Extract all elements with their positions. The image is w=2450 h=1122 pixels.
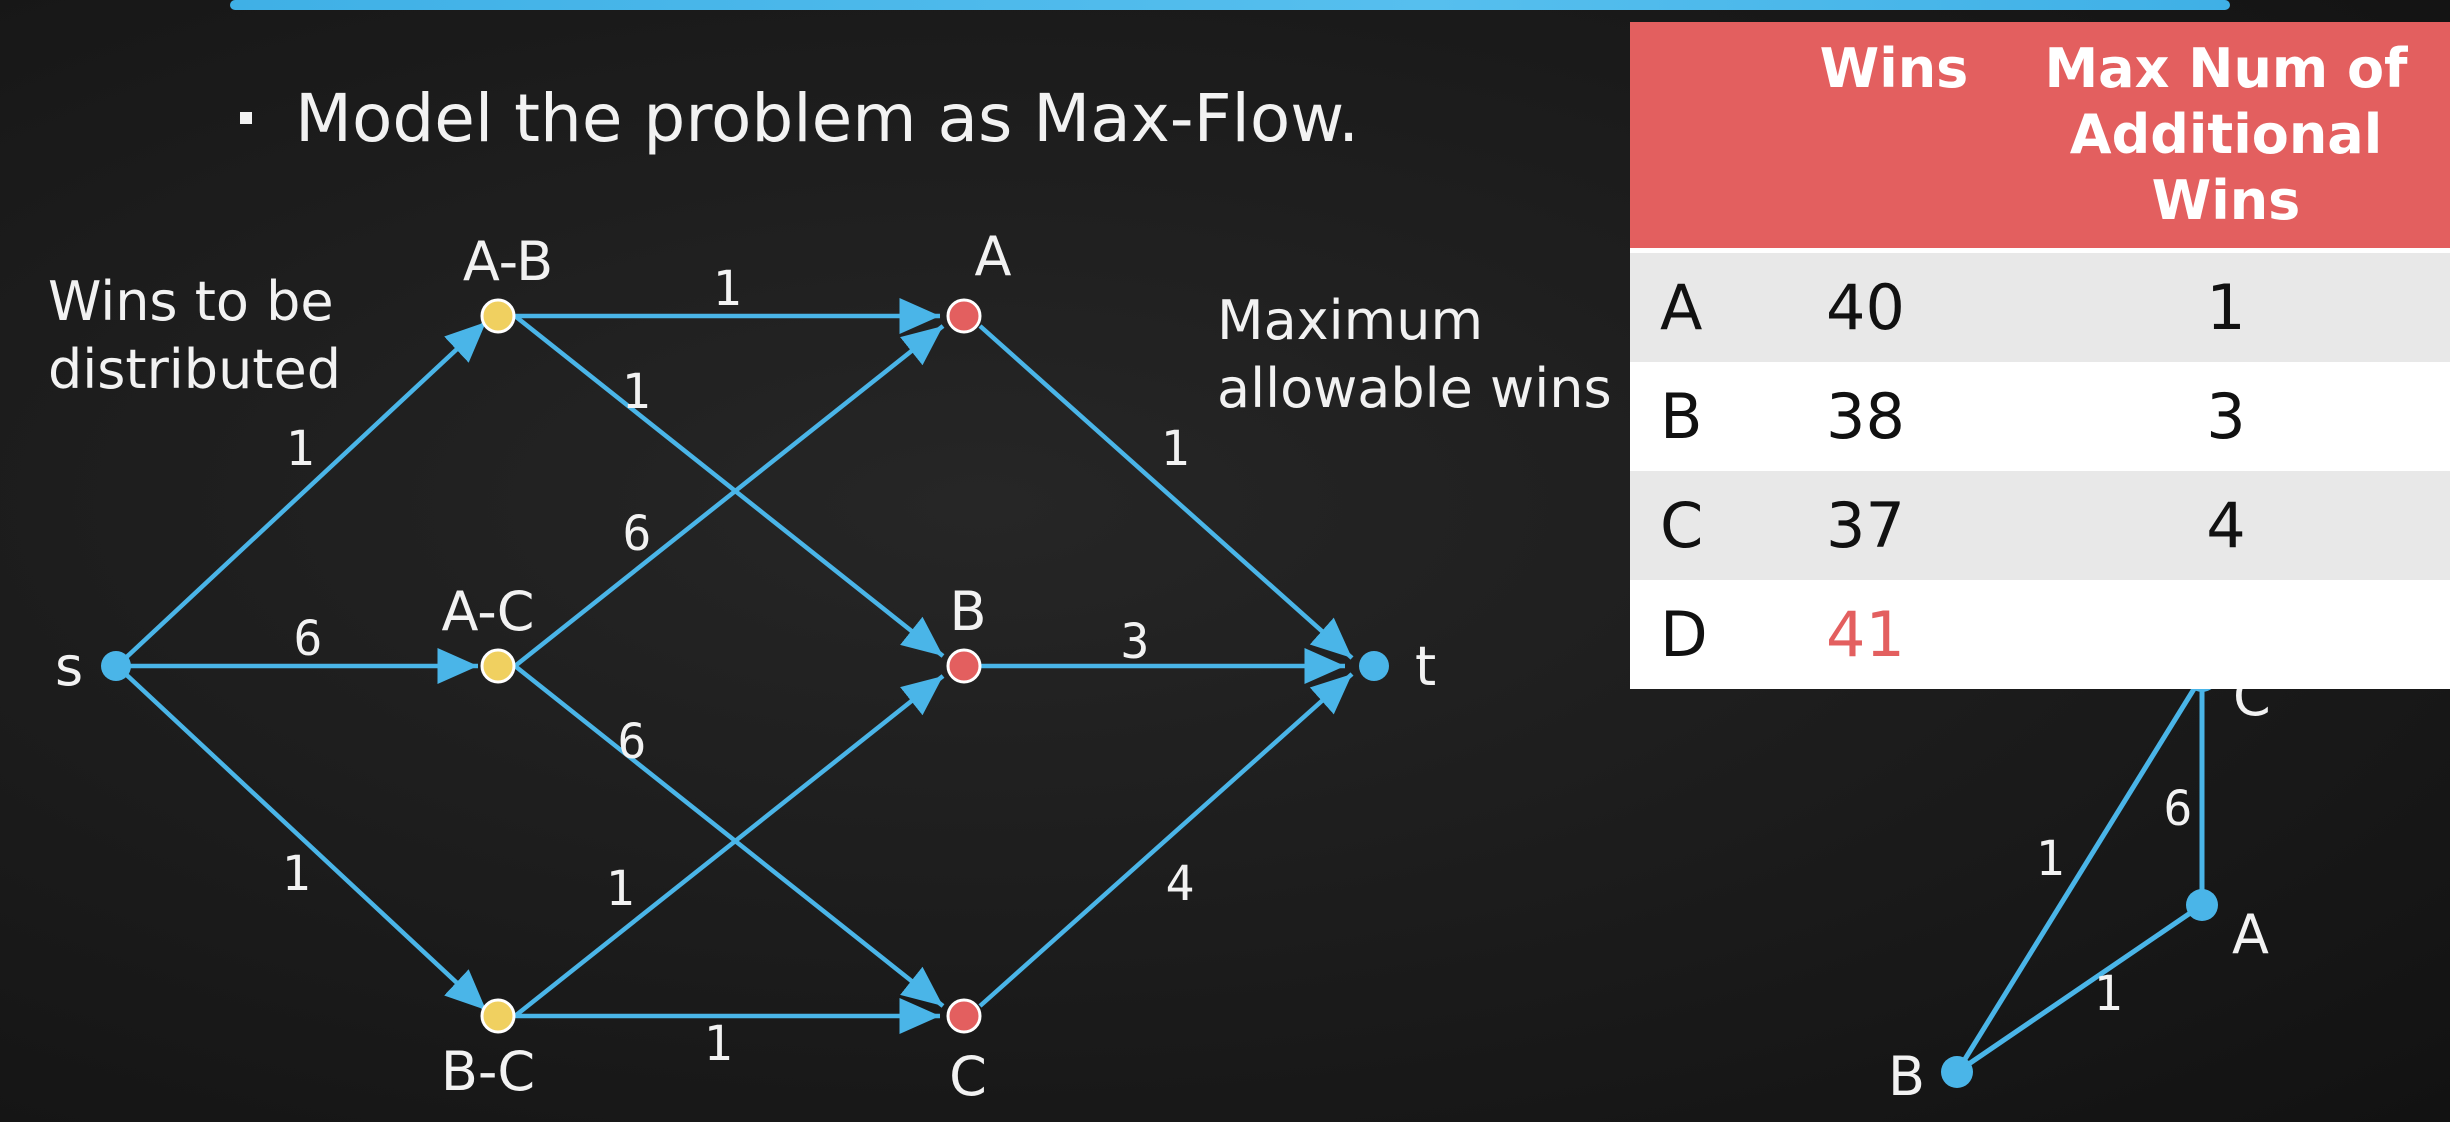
tri-edge-ab [1955, 902, 2204, 1075]
edge-ab-b [513, 314, 945, 658]
tri-cap-ab: 1 [2094, 966, 2123, 1022]
node-t [1359, 651, 1389, 681]
cell-team: A [1660, 271, 1703, 344]
bullet-text: Model the problem as Max-Flow. [295, 80, 1360, 157]
edge-s-bc [115, 664, 488, 1012]
cap-bc-c: 1 [704, 1016, 733, 1072]
node-a [946, 298, 982, 334]
cell-wins: 37 [1826, 489, 1905, 562]
table-row: C 37 4 [1630, 471, 2450, 580]
tri-label-a: A [2232, 903, 2269, 966]
node-ab [480, 298, 516, 334]
cell-wins: 40 [1826, 271, 1905, 344]
note-max-line2: allowable wins [1217, 357, 1612, 420]
edge-ac-a [513, 324, 945, 668]
cap-s-bc: 1 [282, 846, 311, 902]
table-header-row: Wins Max Num of Additional Wins [1630, 22, 2450, 253]
cap-c-t: 4 [1166, 856, 1195, 912]
note-max-line1: Maximum [1217, 289, 1484, 352]
cell-wins: 38 [1826, 380, 1905, 453]
node-label-s: s [55, 635, 83, 698]
note-wins-distributed: Wins to be distributed [48, 268, 341, 404]
header-additional: Max Num of Additional Wins [2002, 22, 2450, 253]
top-accent-line [230, 0, 2230, 10]
tri-node-b [1941, 1056, 1973, 1088]
tri-cap-cb: 1 [2036, 831, 2065, 887]
node-ac [480, 648, 516, 684]
tri-label-b: B [1888, 1045, 1925, 1108]
cap-b-t: 3 [1121, 614, 1150, 670]
header-wins: Wins [1786, 22, 2002, 253]
cell-additional: 3 [2206, 380, 2246, 453]
node-c [946, 998, 982, 1034]
standings-table: Wins Max Num of Additional Wins A 40 1 B… [1630, 22, 2450, 689]
edge-c-t [978, 672, 1354, 1008]
note-wins-line2: distributed [48, 338, 341, 401]
cap-ab-a: 1 [713, 261, 742, 317]
node-label-ab: A-B [463, 230, 553, 293]
bullet-marker [240, 112, 252, 124]
edge-bc-b [513, 674, 945, 1018]
cap-bc-b: 1 [606, 861, 635, 917]
tri-edge-cb [1954, 674, 2205, 1074]
cell-additional [2002, 580, 2450, 689]
cell-team: D [1660, 598, 1708, 671]
node-bc [480, 998, 516, 1034]
cell-team: B [1660, 380, 1703, 453]
node-s [101, 651, 131, 681]
edge-s-ab [115, 320, 488, 668]
cap-a-t: 1 [1161, 421, 1190, 477]
node-b [946, 648, 982, 684]
cap-s-ab: 1 [286, 421, 315, 477]
cell-wins: 41 [1826, 598, 1905, 671]
note-wins-line1: Wins to be [48, 270, 334, 333]
node-label-t: t [1415, 635, 1436, 698]
tri-node-c [2186, 660, 2218, 692]
node-label-a: A [975, 225, 1012, 288]
note-max-allowable: Maximum allowable wins [1217, 287, 1612, 423]
table-row: A 40 1 [1630, 250, 2450, 362]
node-label-ac: A-C [442, 580, 535, 643]
tri-label-c: C [2233, 665, 2271, 728]
cap-s-ac: 6 [294, 611, 323, 667]
cell-team: C [1660, 489, 1704, 562]
cap-ac-c: 6 [618, 714, 647, 770]
cap-ab-b: 1 [622, 364, 651, 420]
cap-ac-a: 6 [623, 506, 652, 562]
header-team [1630, 22, 1786, 253]
cell-additional: 4 [2206, 489, 2246, 562]
node-label-bc: B-C [441, 1040, 535, 1103]
tri-node-a [2186, 889, 2218, 921]
cell-additional: 1 [2206, 271, 2246, 344]
tri-cap-ca: 6 [2164, 781, 2193, 837]
node-label-c: C [949, 1045, 987, 1108]
table-row: D 41 [1630, 580, 2450, 689]
edge-a-t [978, 324, 1354, 660]
edge-ac-c [513, 664, 945, 1008]
table-row: B 38 3 [1630, 362, 2450, 471]
node-label-b: B [949, 580, 986, 643]
